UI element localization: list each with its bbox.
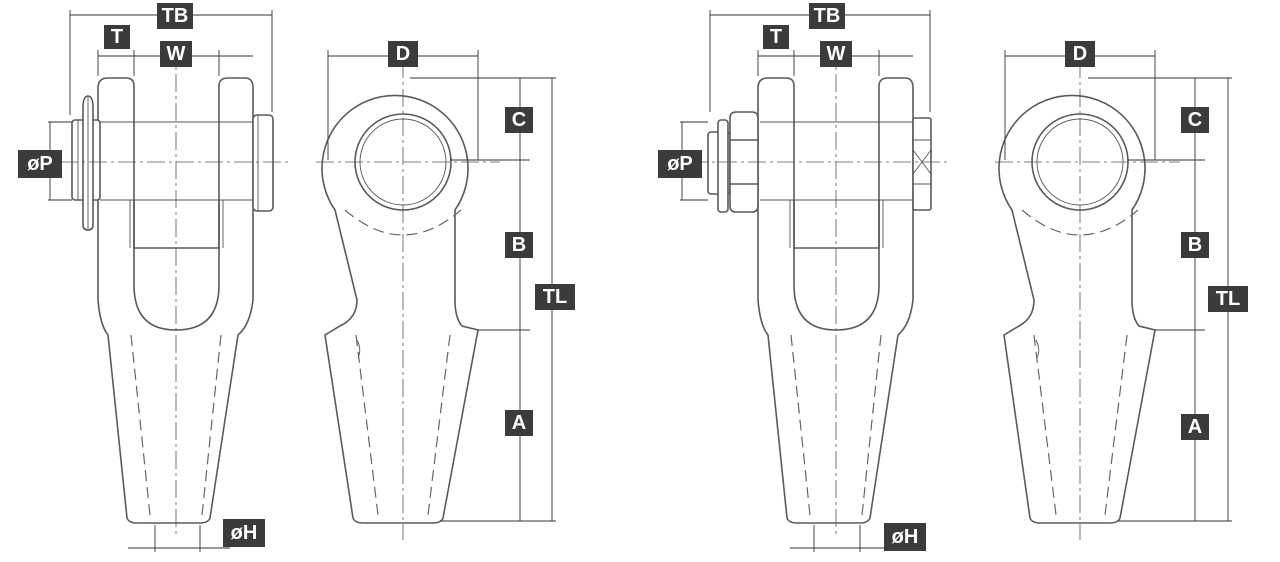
label-c-right: C xyxy=(1181,107,1209,133)
svg-text:øH: øH xyxy=(892,526,919,548)
svg-text:TL: TL xyxy=(1216,288,1240,310)
label-p-left: øP xyxy=(18,150,62,178)
label-c-left: C xyxy=(505,107,533,133)
svg-text:A: A xyxy=(1188,416,1202,438)
label-tb-right: TB xyxy=(809,3,845,29)
svg-text:W: W xyxy=(827,43,846,65)
svg-text:T: T xyxy=(111,26,123,48)
label-tb-left: TB xyxy=(157,3,193,29)
svg-text:D: D xyxy=(1073,43,1087,65)
label-d-left: D xyxy=(388,41,418,67)
front-view-right xyxy=(995,60,1180,540)
label-t-left: T xyxy=(104,25,130,49)
label-d-right: D xyxy=(1065,41,1095,67)
svg-text:C: C xyxy=(1188,109,1202,131)
svg-text:TB: TB xyxy=(162,5,189,27)
svg-text:TB: TB xyxy=(814,5,841,27)
svg-text:A: A xyxy=(512,412,526,434)
svg-text:D: D xyxy=(396,43,410,65)
svg-text:øH: øH xyxy=(231,522,258,544)
side-view-nut-bolt xyxy=(690,45,950,535)
svg-text:TL: TL xyxy=(543,286,567,308)
label-b-left: B xyxy=(505,232,533,258)
label-h-right: øH xyxy=(884,523,926,551)
label-a-left: A xyxy=(505,410,533,436)
label-tl-right: TL xyxy=(1208,286,1248,312)
label-t-right: T xyxy=(763,25,789,49)
svg-text:B: B xyxy=(512,234,526,256)
svg-text:øP: øP xyxy=(667,153,693,175)
label-w-right: W xyxy=(820,41,852,67)
svg-text:øP: øP xyxy=(27,153,53,175)
svg-text:B: B xyxy=(1188,234,1202,256)
svg-text:C: C xyxy=(512,109,526,131)
svg-text:T: T xyxy=(770,26,782,48)
label-p-right: øP xyxy=(658,150,702,178)
side-view-cotter-pin xyxy=(60,45,290,535)
label-w-left: W xyxy=(160,41,192,67)
front-view-left xyxy=(316,60,500,540)
svg-text:W: W xyxy=(167,43,186,65)
label-b-right: B xyxy=(1181,232,1209,258)
label-tl-left: TL xyxy=(535,284,575,310)
label-a-right: A xyxy=(1181,414,1209,440)
label-h-left: øH xyxy=(223,519,265,547)
